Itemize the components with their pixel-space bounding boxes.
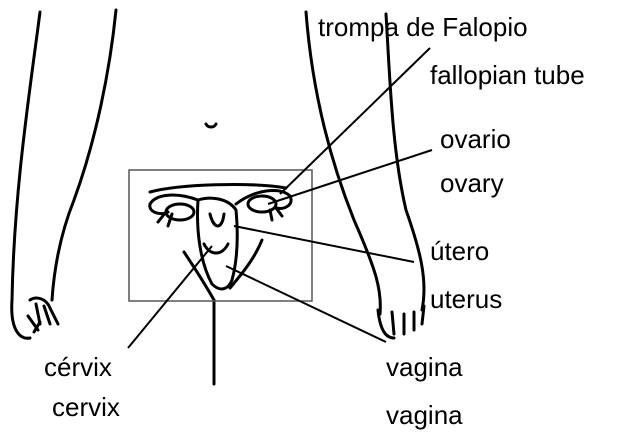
label-fallopian-es: trompa de Falopio [318,12,528,42]
label-vagina-es: vagina [386,352,463,382]
label-cervix-es: cérvix [44,352,112,382]
label-ovary-es: ovario [440,124,511,154]
label-uterus-en: uterus [430,284,502,314]
uterus-inner [210,214,224,226]
leader-fallopian [280,48,430,194]
leader-cervix [128,246,212,348]
label-cervix-en: cervix [52,392,120,422]
leader-ovary [268,150,432,204]
leader-vagina [226,266,386,342]
right-arm-outer [306,12,380,314]
label-fallopian-en: fallopian tube [430,60,585,90]
label-ovary-en: ovary [440,168,504,198]
label-uterus-es: útero [430,236,489,266]
label-vagina-en: vagina [386,400,463,430]
left-arm-inner [52,10,116,300]
navel [206,124,216,127]
left-hand [28,298,58,332]
right-ovary [248,196,276,212]
right-hand [378,306,424,338]
left-arm-outer [12,12,40,338]
